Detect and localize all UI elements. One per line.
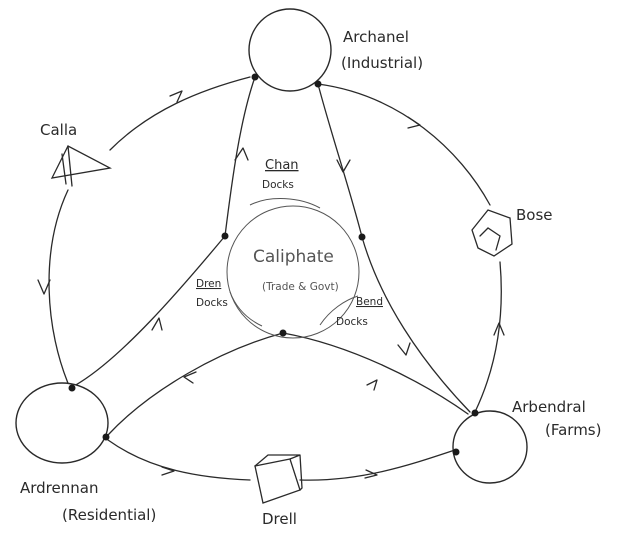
docks-dren[interactable]: Dren Docks [196, 278, 228, 309]
route-bend-arbendral [361, 236, 471, 413]
docks-name: Dren [196, 278, 221, 290]
outpost-name: Drell [262, 510, 297, 528]
hub-role: (Industrial) [341, 54, 423, 72]
direction-arrows [37, 90, 505, 479]
hub-circle [248, 8, 332, 92]
docks-sub: Docks [262, 179, 294, 191]
hub-role: (Residential) [62, 506, 156, 524]
arrow-icon [407, 116, 421, 129]
arrow-icon [151, 317, 163, 331]
hub-name: Arbendral [512, 398, 586, 416]
arrow-icon [37, 279, 51, 295]
station-dot [452, 448, 460, 456]
crystal-icon [471, 209, 513, 257]
hub-circle [15, 382, 109, 464]
outpost-name: Calla [40, 121, 77, 139]
docks-sub: Docks [336, 316, 368, 328]
arrow-icon [183, 371, 197, 384]
station-dot [102, 433, 110, 441]
route-chan-arc [249, 198, 321, 209]
hub-caliphate[interactable]: Caliphate (Trade & Govt) [226, 205, 360, 339]
route-archanel-dren [224, 76, 256, 237]
docks-name: Chan [265, 158, 299, 173]
arrow-icon [364, 469, 378, 479]
route-bose-arbendral [474, 261, 502, 413]
route-drell-arbendral [299, 449, 456, 481]
route-calla-ardrennan [48, 189, 71, 389]
hub-arbendral[interactable]: Arbendral (Farms) [452, 398, 601, 484]
route-ardrennan-drell [107, 439, 251, 481]
docks-chan[interactable]: Chan Docks [262, 158, 299, 191]
hub-name: Archanel [343, 28, 409, 46]
arrow-icon [336, 159, 351, 173]
hub-name: Ardrennan [20, 479, 98, 497]
route-bend-arc [319, 295, 359, 326]
route-ardrennan-dren [73, 235, 226, 387]
docks-sub: Docks [196, 297, 228, 309]
route-archanel-bose [317, 83, 491, 206]
cube-icon [254, 454, 303, 504]
routes [48, 76, 502, 481]
hub-name: Caliphate [253, 247, 334, 267]
station-dots [68, 73, 479, 456]
docks-bend[interactable]: Bend Docks [336, 296, 383, 328]
outpost-name: Bose [516, 206, 553, 224]
outpost-calla[interactable]: Calla [40, 121, 113, 187]
route-south-ardrennan [107, 332, 284, 436]
hub-role: (Farms) [545, 421, 601, 439]
station-dot [471, 409, 479, 417]
arrow-icon [366, 379, 378, 391]
outpost-bose[interactable]: Bose [471, 206, 553, 257]
outpost-drell[interactable]: Drell [254, 454, 303, 528]
hub-circle [226, 205, 360, 339]
station-dot [358, 233, 366, 241]
station-dot [68, 384, 76, 392]
station-dot [251, 73, 259, 81]
station-dot [314, 80, 322, 88]
arrow-icon [169, 90, 183, 103]
arrow-icon [493, 322, 505, 336]
hub-role: (Trade & Govt) [262, 281, 339, 293]
arrow-icon [161, 466, 175, 476]
pyramid-icon [50, 145, 113, 187]
arrow-icon [234, 147, 249, 161]
station-dot [221, 232, 229, 240]
route-archanel-calla [109, 76, 251, 151]
hub-archanel[interactable]: Archanel (Industrial) [248, 8, 423, 92]
arrow-icon [397, 342, 411, 356]
hub-ardrennan[interactable]: Ardrennan (Residential) [15, 382, 156, 524]
docks-name: Bend [356, 296, 383, 308]
hub-circle [452, 410, 528, 484]
station-dot [279, 329, 287, 337]
route-arbendral-south [282, 332, 469, 415]
route-archanel-bend [317, 83, 363, 238]
route-dren-arc [229, 291, 263, 327]
